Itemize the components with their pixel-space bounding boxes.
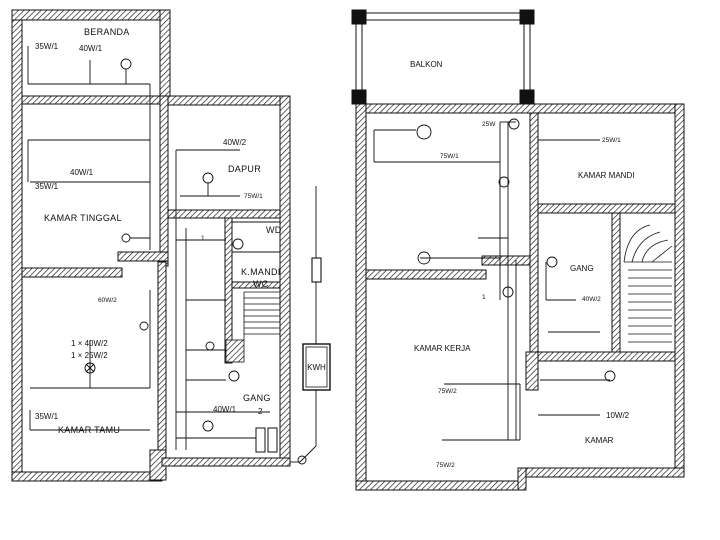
rating-tamu-wall: 35W/1 bbox=[35, 412, 59, 421]
rating-upper-kerja-ceiling: 75W/2 bbox=[438, 388, 457, 395]
ground-floor-walls bbox=[11, 9, 291, 482]
room-label-gang-upper: GANG bbox=[570, 264, 594, 273]
rating-beranda-wall: 35W/1 bbox=[35, 42, 59, 51]
rating-tinggal-ceiling: 40W/1 bbox=[70, 168, 94, 177]
ground-floor-wiring bbox=[27, 46, 322, 465]
rating-tamu-line1: 1 × 40W/2 bbox=[71, 339, 108, 348]
rating-upper-stair-num: 1 bbox=[482, 294, 486, 301]
rating-upper-75w-top: 75W/1 bbox=[440, 153, 459, 160]
rating-beranda-ceiling: 40W/1 bbox=[79, 44, 103, 53]
rating-upper-25w-top: 25W bbox=[482, 121, 496, 128]
room-label-kamar-kerja: KAMAR KERJA bbox=[414, 344, 471, 353]
room-label-kamar-tinggal: KAMAR TINGGAL bbox=[44, 213, 122, 223]
rating-tamu-small: 60W/2 bbox=[98, 297, 117, 304]
rating-tinggal-wall: 35W/1 bbox=[35, 182, 59, 191]
room-label-kamar: KAMAR bbox=[585, 436, 614, 445]
room-label-beranda: BERANDA bbox=[84, 27, 130, 37]
rating-stair-num: 1 bbox=[201, 235, 205, 242]
room-label-wc: WC bbox=[253, 279, 269, 289]
upper-floor-stair bbox=[623, 224, 673, 343]
room-label-dapur: DAPUR bbox=[228, 164, 261, 174]
rating-upper-25w-right: 25W/1 bbox=[602, 137, 621, 144]
room-label-wd: WD bbox=[266, 225, 282, 235]
room-label-balkon: BALKON bbox=[410, 60, 443, 69]
kwh-meter-box: KWH bbox=[302, 343, 331, 391]
rating-tamu-line2: 1 × 25W/2 bbox=[71, 351, 108, 360]
rating-dapur-ceiling: 40W/2 bbox=[223, 138, 247, 147]
rating-dapur-small: 75W/1 bbox=[244, 193, 263, 200]
kwh-label: KWH bbox=[307, 363, 326, 372]
ground-floor-fixtures bbox=[231, 221, 281, 453]
rating-upper-gang: 40W/2 bbox=[582, 296, 601, 303]
ground-floor-plan: KWH BERANDA KAMAR TINGGAL DAPUR WD K.MAN… bbox=[11, 9, 331, 482]
upper-floor-walls bbox=[351, 9, 685, 491]
upper-floor-wiring bbox=[373, 118, 616, 441]
upper-floor-plan: BALKON KAMAR MANDI GANG KAMAR KERJA KAMA… bbox=[351, 9, 685, 491]
room-label-kamar-tamu: KAMAR TAMU bbox=[58, 425, 120, 435]
rating-upper-kerja-bottom: 75W/2 bbox=[436, 462, 455, 469]
room-label-kmandi: K.MANDI bbox=[241, 267, 281, 277]
room-label-kamar-mandi: KAMAR MANDI bbox=[578, 171, 634, 180]
ground-floor-stair bbox=[225, 291, 280, 363]
rating-gang-ceiling: 40W/1 bbox=[213, 405, 237, 414]
room-label-gang: GANG bbox=[243, 393, 271, 403]
rating-upper-kamar: 10W/2 bbox=[606, 411, 630, 420]
rating-gang-num: 2 bbox=[258, 407, 263, 416]
